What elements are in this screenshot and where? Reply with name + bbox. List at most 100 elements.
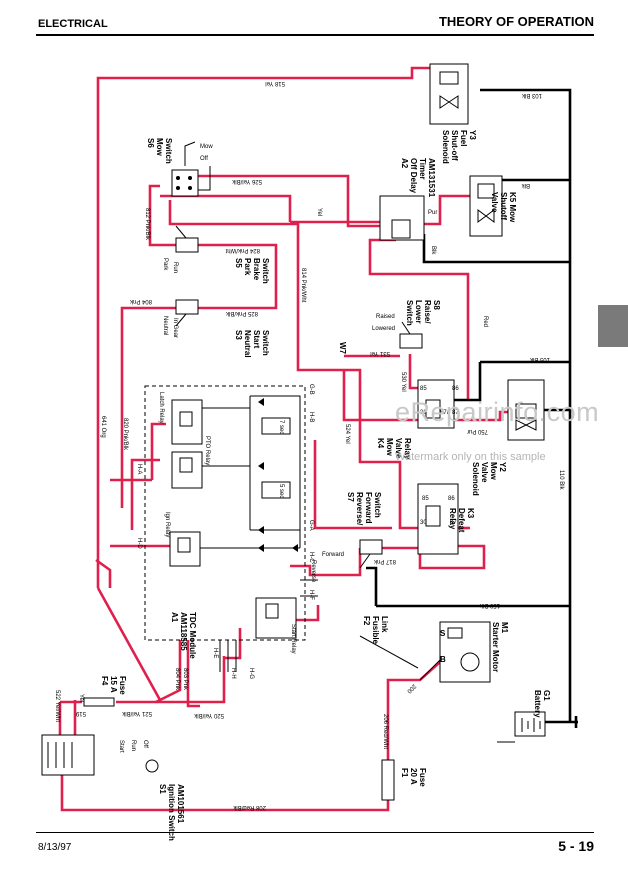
- wire-526: 526 Yel/Blk: [231, 178, 262, 184]
- wire-804: 804 Pnk: [129, 298, 152, 304]
- wire-820: 820 Pnk/Blk: [122, 418, 128, 451]
- ignition-switch-box: [41, 734, 159, 776]
- pin-h-a: H-A: [136, 464, 142, 474]
- f4-label: F4 15 A Fuse: [100, 676, 127, 695]
- m1-b-terminal: B: [440, 655, 446, 664]
- timer-5sec-label: 5 sec: [278, 484, 284, 498]
- defeat-relay-box: [417, 483, 459, 555]
- wire-522: 522 Yel/Wht: [54, 690, 60, 722]
- start-relay-label: Start Relay: [290, 624, 296, 654]
- wire-519: 519: [75, 710, 86, 716]
- section-title: ELECTRICAL: [38, 18, 108, 30]
- k4-pin-87a: 87a: [440, 410, 451, 416]
- ign-relay-label: Ign Relay: [164, 512, 170, 537]
- wire-814: 814 Pnk/Wht: [300, 268, 306, 303]
- watermark-note: Watermark only on this sample: [395, 451, 546, 463]
- footer-date: 8/13/97: [38, 842, 72, 853]
- reverse-forward-switch-symbol: [359, 539, 383, 569]
- starter-motor-box: [439, 621, 491, 683]
- header-rule: [36, 34, 594, 36]
- k4-pin-87: 87: [452, 410, 459, 416]
- s3-label: S3 Neutral Start Switch: [234, 330, 270, 360]
- wire-103: 103 Blk: [521, 92, 542, 98]
- wire-531: 531 Yel: [370, 350, 390, 356]
- s1-label: S1 Ignition Switch AM101561: [158, 784, 185, 843]
- wire-blk-a2: Blk: [430, 246, 436, 255]
- neutral-start-switch-symbol: [175, 299, 199, 327]
- page-title: THEORY OF OPERATION: [438, 14, 594, 29]
- s3-neutral-pos: Neutral: [162, 316, 168, 335]
- pin-g-a: G-A: [308, 520, 314, 531]
- a2-label: A2 Off Delay Timer AM131531: [400, 158, 436, 198]
- wire-110: 110 Blk: [558, 470, 564, 491]
- footer-rule: [36, 832, 594, 833]
- wire-red: Red: [482, 316, 488, 327]
- wire-200: 200: [405, 683, 417, 695]
- ign-relay-box: [169, 531, 201, 567]
- m1-label: M1 Starter Motor: [491, 622, 509, 672]
- pin-h-b: H-B: [308, 412, 314, 422]
- s3-ingear-pos: In Gear: [172, 318, 178, 338]
- watermark-site: eRepairinfo.com: [395, 397, 600, 427]
- black-wires: [366, 88, 578, 728]
- k3-pin-87: 87: [450, 520, 457, 526]
- wire-750: 750 Pur: [467, 428, 488, 434]
- mow-valve-solenoid-box: [507, 379, 545, 441]
- wire-pur-k5: Pur: [428, 210, 437, 216]
- f2-label: F2 Fusible Link: [362, 616, 389, 646]
- s1-off-pos: Off: [142, 740, 148, 748]
- timer-5sec-box: [261, 481, 291, 499]
- park-brake-switch-symbol: [175, 225, 199, 253]
- pin-h-e: H-E: [212, 648, 218, 658]
- wire-803: 803 Pnk: [182, 668, 188, 691]
- pto-relay-box: [171, 451, 203, 489]
- f1-label: F1 20 A Fuse: [400, 768, 427, 787]
- fuse-f1-symbol: [381, 759, 395, 801]
- wire-524: 524 Yel: [344, 424, 350, 444]
- s8-lowered-pos: Lowered: [372, 326, 395, 332]
- page-number: 5 - 19: [558, 838, 594, 854]
- timer-7sec-label: 7 sec: [278, 420, 284, 434]
- wire-520: 520 Yel/Blk: [193, 712, 224, 718]
- latch-relay-box: [171, 399, 203, 445]
- wire-yel-a2: Yel: [316, 208, 322, 216]
- pin-h-g: H-G: [248, 668, 254, 679]
- mow-shutoff-valve-box: [469, 175, 503, 237]
- y2-label: Y2 Mow Valve Solenoid: [471, 462, 507, 496]
- s5-park-pos: Park: [162, 258, 168, 271]
- wire-518: 518 Yel: [265, 80, 285, 86]
- mow-valve-relay-box: [417, 379, 455, 429]
- k3-pin-85: 85: [422, 496, 429, 502]
- s7-reverse-pos: Reverse: [310, 560, 316, 583]
- raise-lower-switch-symbol: [399, 321, 423, 349]
- s6-mow-pos: Mow: [200, 144, 213, 150]
- pin-g-b: G-B: [308, 384, 314, 395]
- start-relay-box: [255, 597, 297, 639]
- k4-pin-30: 30: [420, 410, 427, 416]
- pin-h-f: H-F: [308, 590, 314, 600]
- s6-off-pos: Off: [200, 156, 208, 162]
- tdc-module-outline: [144, 385, 306, 641]
- diodes: [258, 398, 298, 552]
- off-delay-timer-box: [379, 195, 425, 241]
- s8-label: S8 Raise/ Lower Switch: [405, 300, 441, 326]
- mow-switch-symbol: [171, 141, 199, 197]
- wire-817: 817 Pnk: [373, 558, 396, 564]
- a1-label: A1 AM118585 TDC Module: [170, 612, 197, 659]
- k3-label: K3 Defeat Relay: [448, 508, 475, 535]
- k3-pin-30: 30: [420, 520, 427, 526]
- wire-105: 105 Blk: [529, 356, 550, 362]
- g1-label: G1 Battery: [533, 690, 551, 718]
- wire-824: 824 Pnk/Wht: [225, 247, 260, 253]
- latch-relay-label: Latch Relay: [158, 392, 164, 424]
- red-wires: [58, 66, 510, 812]
- y3-label: Y3 Fuel Shut-off Solenoid: [441, 130, 477, 164]
- wire-641: 641 Org: [100, 416, 106, 438]
- s5-run-pos: Run: [172, 262, 178, 273]
- wire-825: 825 Pnk/Blk: [225, 310, 258, 316]
- fusible-link-symbol: [359, 635, 419, 669]
- fuel-shutoff-solenoid: [429, 63, 469, 125]
- s5-label: S5 Park Brake Switch: [234, 258, 270, 284]
- s7-label: S7 Reverse/ Forward Switch: [346, 492, 382, 528]
